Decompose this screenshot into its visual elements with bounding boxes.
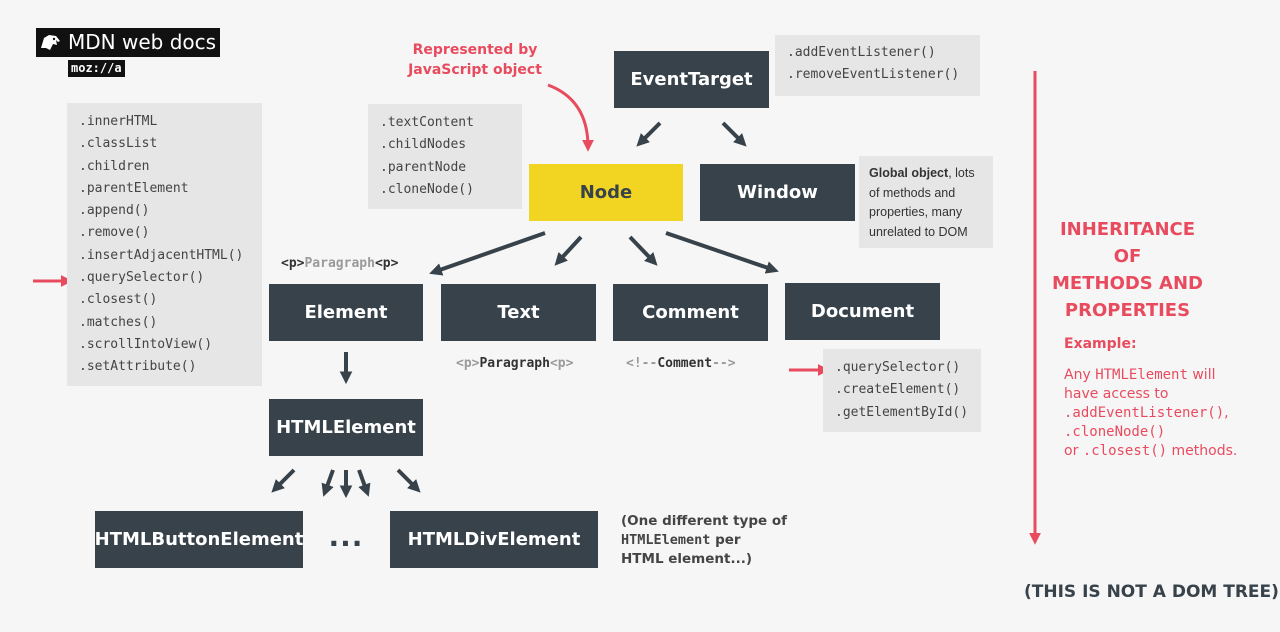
property-item: .insertAdjacentHTML() — [79, 247, 244, 263]
arrow-eventtarget-window — [721, 121, 747, 147]
arrow-html-button — [271, 468, 296, 493]
comment-box: Comment — [613, 284, 768, 341]
html-element-note: (One different type of HTMLElement per H… — [621, 512, 791, 569]
represented-line1: Represented by — [412, 42, 538, 58]
represented-annotation: Represented by JavaScript object — [400, 40, 550, 80]
arrow-represented — [547, 83, 594, 152]
ex-or: or — [1064, 443, 1083, 459]
window-note-panel: Global object, lots of methods and prope… — [859, 156, 993, 248]
method-item: .removeEventListener() — [787, 67, 960, 83]
arrow-node-comment — [628, 235, 658, 266]
html-note-line1: (One different type of — [621, 513, 787, 529]
html-note-line2: per — [710, 532, 741, 548]
method-item: .addEventListener() — [787, 45, 936, 60]
comment-example: <!--Comment--> — [626, 356, 736, 371]
node-properties-panel: .textContent .childNodes .parentNode .cl… — [368, 104, 522, 209]
ex-comma1: , — [1224, 405, 1229, 421]
arrow-eventtarget-node — [636, 121, 662, 147]
footer-note: (THIS IS NOT A DOM TREE) — [1024, 582, 1279, 602]
text-example-close: <p> — [549, 356, 574, 371]
property-item: .textContent — [380, 115, 474, 130]
html-note-mono: HTMLElement — [621, 532, 711, 548]
text-box: Text — [441, 284, 596, 341]
arrow-node-text — [554, 235, 583, 266]
window-note-text: , lots of methods and properties, many u… — [869, 166, 975, 239]
ex-method1: .addEventListener() — [1064, 405, 1225, 421]
ellipsis: ... — [328, 520, 364, 553]
property-item: .remove() — [79, 225, 150, 241]
property-item: .closest() — [79, 292, 158, 308]
htmldivelement-box: HTMLDivElement — [390, 511, 598, 568]
element-example-word: Paragraph — [304, 256, 375, 271]
node-box: Node — [529, 164, 683, 221]
element-example: <p>Paragraph<p> — [281, 256, 398, 271]
property-item: .children — [79, 158, 150, 174]
mdn-logo-text: MDN web docs — [64, 28, 221, 57]
ex-will: will — [1187, 367, 1216, 383]
inheritance-title-line2: METHODS AND — [1052, 273, 1203, 294]
method-item: .createElement() — [835, 382, 961, 398]
method-item: .getElementById() — [835, 404, 969, 420]
property-item: .querySelector() — [79, 270, 205, 286]
property-item: .cloneNode() — [380, 181, 474, 197]
document-methods-panel: .querySelector() .createElement() .getEl… — [823, 349, 981, 432]
mdn-logo-icon — [36, 28, 64, 57]
window-box: Window — [700, 164, 855, 221]
element-box: Element — [269, 284, 423, 341]
eventtarget-box: EventTarget — [614, 51, 769, 108]
htmlbuttonelement-box: HTMLButtonElement — [95, 511, 303, 568]
element-example-close: <p> — [374, 256, 399, 271]
arrow-node-document — [665, 231, 779, 274]
inheritance-title: INHERITANCE OF METHODS AND PROPERTIES — [1045, 216, 1210, 324]
example-text: Any HTMLElement will have access to .add… — [1064, 366, 1274, 461]
property-item: .parentElement — [79, 180, 189, 196]
property-item: .parentNode — [380, 159, 467, 175]
ex-htmlelement: HTMLElement — [1095, 367, 1188, 383]
property-item: .scrollIntoView() — [79, 336, 213, 352]
ex-method3: .closest() — [1082, 443, 1168, 459]
arrow-html-mid1 — [321, 469, 335, 497]
property-item: .classList — [79, 136, 158, 152]
eventtarget-methods-panel: .addEventListener() .removeEventListener… — [775, 35, 980, 96]
arrow-node-element — [429, 231, 546, 276]
represented-line2: JavaScript object — [408, 62, 542, 78]
comment-example-close: --> — [712, 356, 736, 371]
comment-example-word: Comment — [657, 356, 713, 371]
ex-line2: have access to — [1064, 386, 1169, 402]
inheritance-title-line1: INHERITANCE OF — [1059, 219, 1196, 267]
property-item: .setAttribute() — [79, 359, 197, 375]
ex-method2: .cloneNode() — [1064, 424, 1166, 440]
element-properties-panel: .innerHTML .classList .children .parentE… — [67, 103, 262, 386]
text-example: <p>Paragraph<p> — [456, 356, 573, 371]
property-item: .innerHTML — [79, 114, 158, 129]
mozilla-logo-text: moz://a — [68, 60, 125, 77]
ex-methods: methods. — [1167, 443, 1238, 459]
example-label: Example: — [1064, 336, 1137, 352]
comment-example-open: <!-- — [626, 356, 658, 371]
text-example-open: <p> — [456, 356, 480, 371]
property-item: .append() — [79, 203, 150, 219]
arrow-html-mid3 — [357, 469, 371, 497]
element-example-open: <p> — [281, 256, 305, 271]
arrow-html-div — [396, 468, 421, 493]
inheritance-title-line3: PROPERTIES — [1064, 300, 1191, 321]
window-note-bold: Global object — [869, 166, 949, 180]
document-box: Document — [785, 283, 940, 340]
property-item: .matches() — [79, 314, 158, 330]
html-note-line3: HTML element...) — [621, 551, 753, 567]
text-example-word: Paragraph — [479, 356, 550, 371]
property-item: .childNodes — [380, 137, 467, 153]
ex-any: Any — [1064, 367, 1096, 383]
method-item: .querySelector() — [835, 360, 961, 375]
htmlelement-box: HTMLElement — [269, 399, 423, 456]
